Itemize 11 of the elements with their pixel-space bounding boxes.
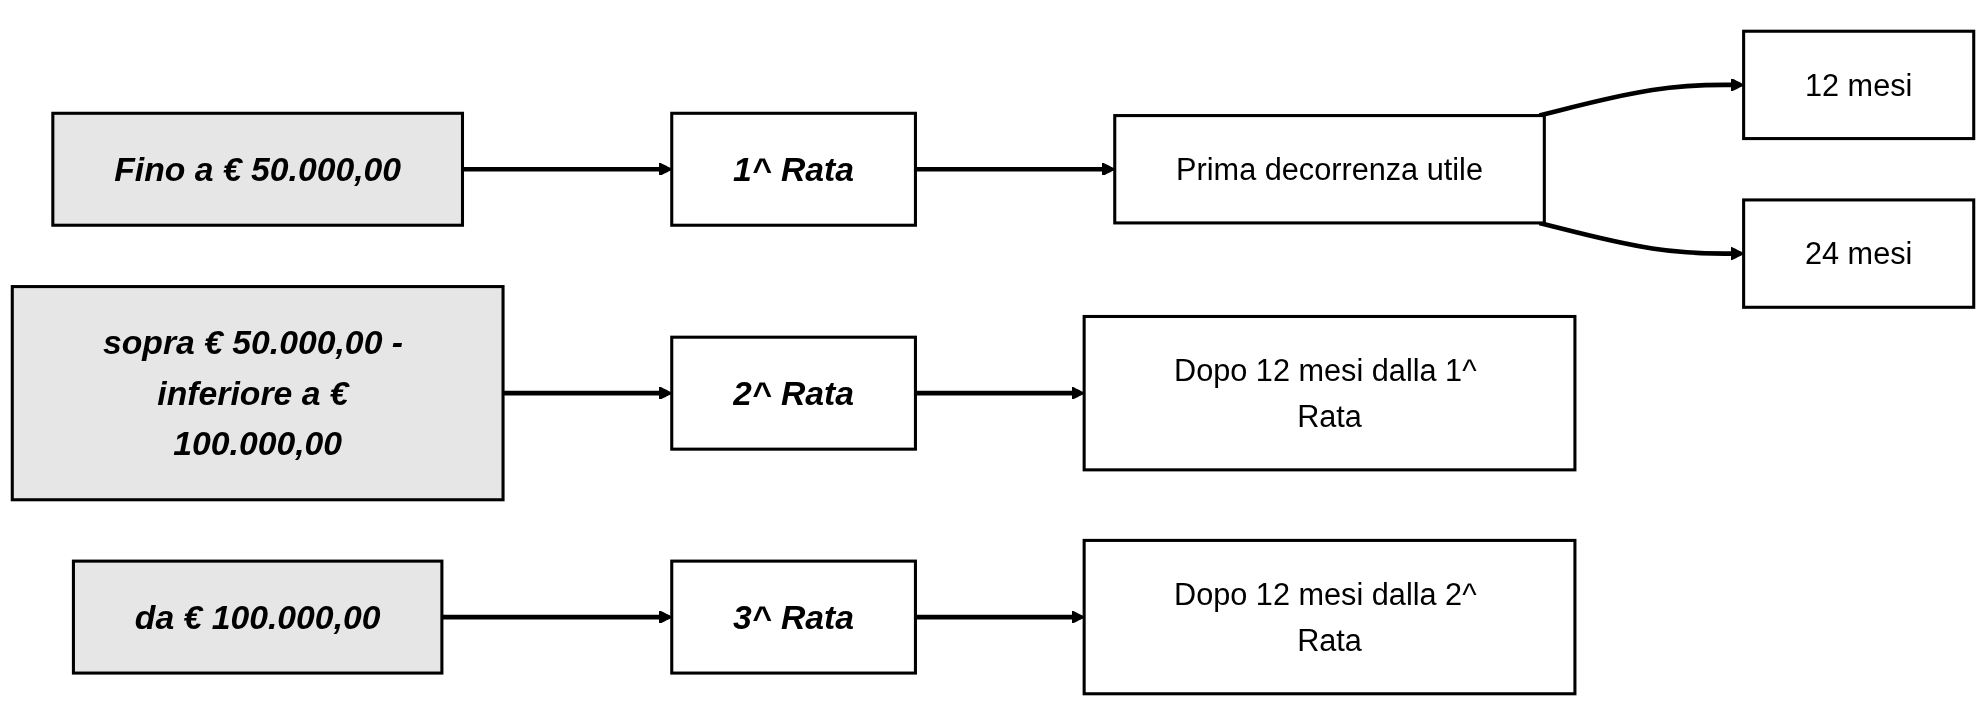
node-box: 24 mesi bbox=[1742, 198, 1976, 309]
node-box: 2^ Rata bbox=[670, 335, 917, 451]
node-box: Prima decorrenza utile bbox=[1113, 114, 1546, 225]
node-box: da € 100.000,00 bbox=[71, 559, 444, 675]
node-box: 3^ Rata bbox=[670, 559, 917, 675]
node-box: sopra € 50.000,00 - inferiore a € 100.000,00 bbox=[10, 285, 505, 502]
node-box: Dopo 12 mesi dalla 2^ Rata bbox=[1082, 538, 1577, 696]
node-box: Fino a € 50.000,00 bbox=[51, 111, 465, 227]
node-box: 1^ Rata bbox=[670, 111, 917, 227]
node-box: Dopo 12 mesi dalla 1^ Rata bbox=[1082, 314, 1577, 472]
node-box: 12 mesi bbox=[1742, 29, 1976, 141]
